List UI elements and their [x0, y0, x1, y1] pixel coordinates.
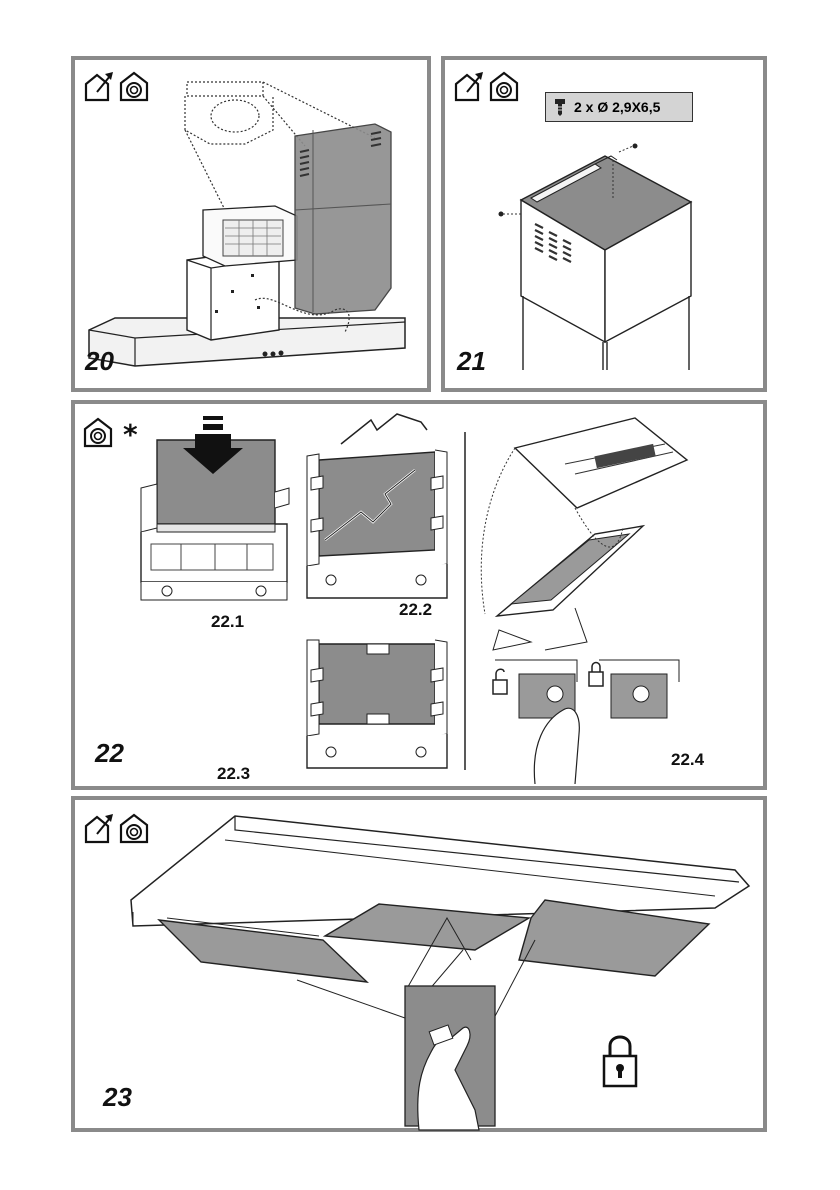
sub-step-22-4-label: 22.4 — [671, 750, 704, 770]
step-21-panel: 2 x Ø 2,9X6,5 21 — [441, 56, 767, 392]
padlock-closed-icon — [601, 1032, 639, 1088]
chimney-screw-fixing-illustration — [445, 60, 763, 388]
sub-step-22-1-label: 22.1 — [211, 612, 244, 632]
step-number: 22 — [95, 738, 124, 769]
step-number: 20 — [85, 346, 114, 377]
step-23-panel: 23 — [71, 796, 767, 1132]
sub-step-22-3-label: 22.3 — [217, 764, 250, 784]
hood-chimney-assembly-illustration — [75, 60, 427, 388]
step-20-panel: 20 — [71, 56, 431, 392]
sub-step-22-2-label: 22.2 — [399, 600, 432, 620]
carbon-filter-installation-illustration — [75, 404, 763, 786]
step-number: 23 — [103, 1082, 132, 1113]
padlock-open-icon — [493, 669, 507, 694]
step-22-panel: * — [71, 400, 767, 790]
padlock-closed-icon — [589, 663, 603, 687]
step-number: 21 — [457, 346, 486, 377]
grease-filter-removal-illustration — [75, 800, 763, 1128]
